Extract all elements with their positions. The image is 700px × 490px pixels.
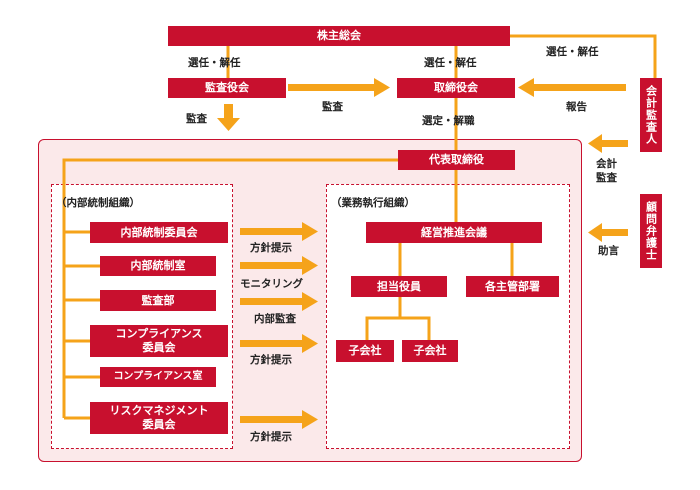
departments-box: 各主管部署 <box>466 276 559 297</box>
advice-label: 助言 <box>598 245 619 257</box>
elect-dismiss-label-auditor: 選任・解任 <box>546 46 599 58</box>
legal-counsel-box: 顧問弁護士 <box>640 194 662 268</box>
compliance-office-box: コンプライアンス室 <box>100 367 216 387</box>
risk-management-committee-box: リスクマネジメント 委員会 <box>90 402 228 434</box>
shareholders-meeting-box: 株主総会 <box>168 26 510 46</box>
compliance-committee-box: コンプライアンス 委員会 <box>90 325 228 357</box>
accounting-auditor-label: 会計監査人 <box>644 85 658 145</box>
elect-dismiss-label-board: 選任・解任 <box>424 57 477 69</box>
policy-label-1: 方針提示 <box>250 242 292 254</box>
business-group-title: （業務執行組織） <box>331 197 415 209</box>
accounting-audit-label: 会計 監査 <box>596 158 617 185</box>
internal-control-committee-box: 内部統制委員会 <box>90 222 228 243</box>
audit-label-down: 監査 <box>186 113 207 125</box>
board-of-directors-box: 取締役会 <box>397 78 515 98</box>
audit-board-box: 監査役会 <box>168 78 286 98</box>
policy-label-3: 方針提示 <box>250 431 292 443</box>
accounting-auditor-box: 会計監査人 <box>640 78 662 152</box>
audit-label-horizontal: 監査 <box>322 101 343 113</box>
management-meeting-box: 経営推進会議 <box>366 222 542 243</box>
legal-counsel-label: 顧問弁護士 <box>644 201 658 261</box>
select-dismiss-label: 選定・解職 <box>422 115 475 127</box>
executive-officers-box: 担当役員 <box>351 276 447 297</box>
representative-director-box: 代表取締役 <box>398 150 515 170</box>
internal-audit-label: 内部監査 <box>254 313 296 325</box>
elect-dismiss-label-audit-board: 選任・解任 <box>188 57 241 69</box>
subsidiary-box-1: 子会社 <box>336 340 394 362</box>
internal-control-office-box: 内部統制室 <box>100 256 216 276</box>
policy-label-2: 方針提示 <box>250 354 292 366</box>
audit-department-box: 監査部 <box>100 290 216 311</box>
internal-control-group-title: （内部統制組織） <box>56 197 140 209</box>
report-label: 報告 <box>566 101 587 113</box>
monitoring-label: モニタリング <box>240 278 303 290</box>
subsidiary-box-2: 子会社 <box>402 340 458 362</box>
